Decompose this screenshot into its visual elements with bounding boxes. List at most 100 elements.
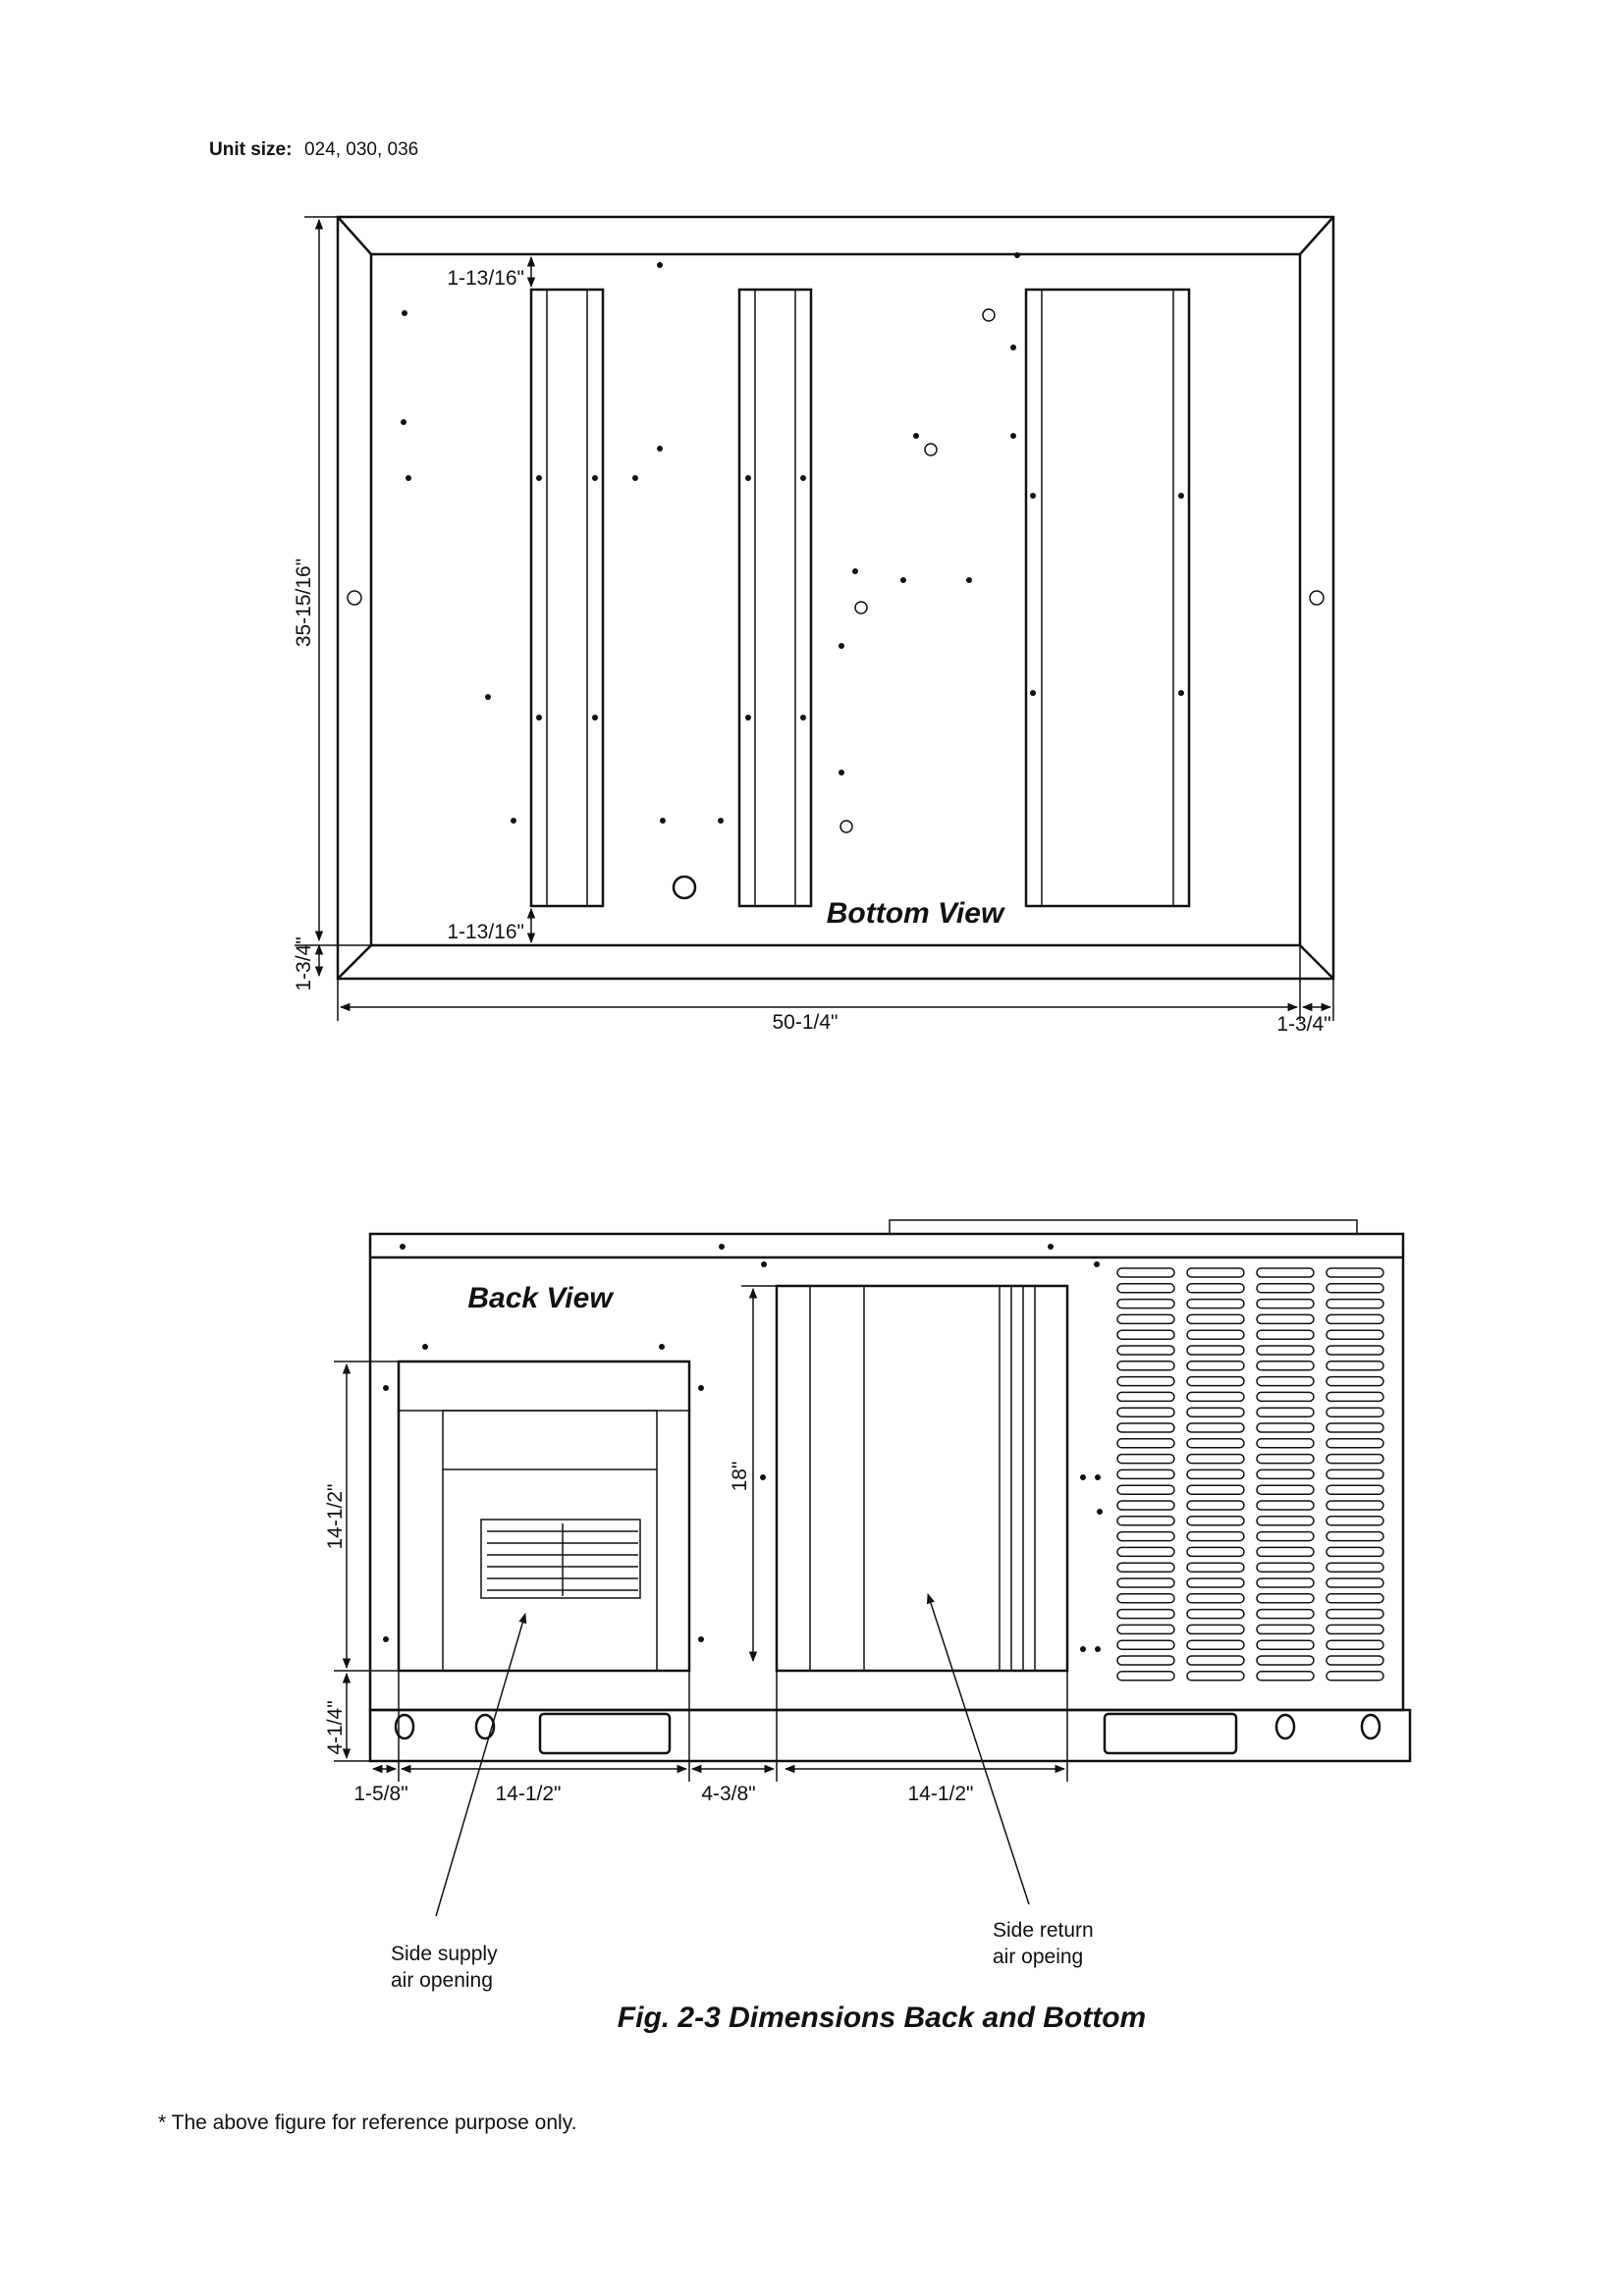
louver-slat bbox=[1256, 1361, 1315, 1371]
louver-slat bbox=[1256, 1313, 1315, 1325]
louver-slat bbox=[1116, 1530, 1175, 1542]
louver-slat bbox=[1116, 1608, 1175, 1620]
dim-back-return-width: 14-1/2" bbox=[908, 1783, 974, 1805]
louver-slat bbox=[1256, 1375, 1315, 1387]
louver-slat bbox=[1116, 1345, 1175, 1356]
louver-slat bbox=[1256, 1516, 1315, 1526]
louver-slat bbox=[1116, 1624, 1175, 1635]
louver-slat bbox=[1256, 1577, 1315, 1588]
louver-slat bbox=[1326, 1593, 1384, 1604]
louver-slat bbox=[1116, 1375, 1175, 1387]
louver-slat bbox=[1116, 1484, 1175, 1495]
dim-back-left-offset: 1-5/8" bbox=[353, 1783, 407, 1805]
louver-slat bbox=[1256, 1298, 1315, 1309]
louver-slat bbox=[1116, 1593, 1175, 1604]
louver-slat bbox=[1256, 1329, 1315, 1340]
louver-slat bbox=[1326, 1577, 1384, 1588]
louver-slat bbox=[1186, 1577, 1245, 1588]
louver-slat bbox=[1186, 1624, 1245, 1635]
louver-slat bbox=[1186, 1639, 1245, 1650]
louver-slat bbox=[1256, 1655, 1315, 1666]
bottom-view-drawing bbox=[295, 215, 1335, 1021]
louver-slat bbox=[1256, 1283, 1315, 1294]
unit-size-label: Unit size: bbox=[209, 139, 292, 160]
louver-slat bbox=[1186, 1375, 1245, 1387]
louver-slat bbox=[1256, 1624, 1315, 1635]
louver-slat bbox=[1256, 1438, 1315, 1449]
dim-back-supply-height: 14-1/2" bbox=[324, 1484, 347, 1550]
louver-slat bbox=[1186, 1267, 1245, 1278]
louver-slat bbox=[1186, 1329, 1245, 1340]
callout-return-line1: Side return bbox=[993, 1919, 1094, 1942]
louver-slat bbox=[1116, 1468, 1175, 1480]
bottom-view-title: Bottom View bbox=[827, 897, 1005, 930]
callout-supply-line1: Side supply bbox=[391, 1943, 498, 1965]
louver-slat bbox=[1326, 1562, 1384, 1573]
louver-slat bbox=[1256, 1608, 1315, 1620]
louver-slat bbox=[1186, 1345, 1245, 1356]
louver-slat bbox=[1116, 1639, 1175, 1650]
louver-slat bbox=[1116, 1562, 1175, 1573]
louver-slat bbox=[1186, 1671, 1245, 1682]
louver-slat bbox=[1256, 1391, 1315, 1403]
louver-slat bbox=[1326, 1438, 1384, 1449]
louver-slat bbox=[1186, 1468, 1245, 1480]
louver-slat bbox=[1326, 1453, 1384, 1465]
louver-slat bbox=[1116, 1546, 1175, 1558]
louver-slat bbox=[1326, 1313, 1384, 1325]
louver-slat bbox=[1326, 1422, 1384, 1433]
louver-slat bbox=[1326, 1516, 1384, 1526]
dim-bottom-top-offset: 1-13/16" bbox=[447, 267, 524, 290]
louver-slat bbox=[1256, 1671, 1315, 1682]
louver-slat bbox=[1116, 1655, 1175, 1666]
louver-slat bbox=[1326, 1267, 1384, 1278]
louver-slat bbox=[1256, 1639, 1315, 1650]
louver-slat bbox=[1326, 1391, 1384, 1403]
louver-slat bbox=[1326, 1671, 1384, 1682]
louver-slat bbox=[1116, 1283, 1175, 1294]
louver-slat bbox=[1256, 1407, 1315, 1417]
dim-back-supply-width: 14-1/2" bbox=[496, 1783, 562, 1805]
louver-slat bbox=[1326, 1345, 1384, 1356]
louver-slat bbox=[1186, 1562, 1245, 1573]
louver-slat bbox=[1186, 1608, 1245, 1620]
dim-bottom-width: 50-1/4" bbox=[773, 1011, 839, 1034]
louver-slat bbox=[1186, 1407, 1245, 1417]
louver-slat bbox=[1186, 1593, 1245, 1604]
back-view-drawing bbox=[334, 1219, 1412, 1917]
louver-slat bbox=[1116, 1391, 1175, 1403]
dim-bottom-flange-left: 1-3/4" bbox=[293, 936, 315, 990]
back-view-title: Back View bbox=[467, 1282, 614, 1314]
louver-slat bbox=[1186, 1298, 1245, 1309]
dim-back-base-height: 4-1/4" bbox=[324, 1700, 347, 1754]
unit-size-values: 024, 030, 036 bbox=[304, 139, 418, 160]
louver-slat bbox=[1326, 1655, 1384, 1666]
louver-slat bbox=[1116, 1422, 1175, 1433]
louver-slat bbox=[1116, 1329, 1175, 1340]
louver-slat bbox=[1256, 1468, 1315, 1480]
louver-slat bbox=[1116, 1361, 1175, 1371]
louver-slat bbox=[1326, 1530, 1384, 1542]
louver-slat bbox=[1256, 1422, 1315, 1433]
dim-bottom-flange-right: 1-3/4" bbox=[1276, 1013, 1330, 1036]
louver-slat bbox=[1116, 1267, 1175, 1278]
louver-slat bbox=[1256, 1562, 1315, 1573]
louver-slat bbox=[1116, 1577, 1175, 1588]
louver-slat bbox=[1256, 1546, 1315, 1558]
louver-slat bbox=[1326, 1484, 1384, 1495]
louver-slat bbox=[1326, 1329, 1384, 1340]
louver-slat bbox=[1256, 1593, 1315, 1604]
louver-slat bbox=[1326, 1468, 1384, 1480]
louver-slat bbox=[1256, 1530, 1315, 1542]
louver-slat bbox=[1186, 1422, 1245, 1433]
louver-slat bbox=[1256, 1345, 1315, 1356]
dim-back-return-height: 18" bbox=[729, 1462, 751, 1492]
louver-slat bbox=[1326, 1298, 1384, 1309]
louver-slat bbox=[1326, 1283, 1384, 1294]
louver-slat bbox=[1116, 1500, 1175, 1511]
louver-slat bbox=[1186, 1530, 1245, 1542]
callout-supply-line2: air opening bbox=[391, 1969, 493, 1992]
louver-slat bbox=[1116, 1313, 1175, 1325]
louver-slat bbox=[1326, 1500, 1384, 1511]
